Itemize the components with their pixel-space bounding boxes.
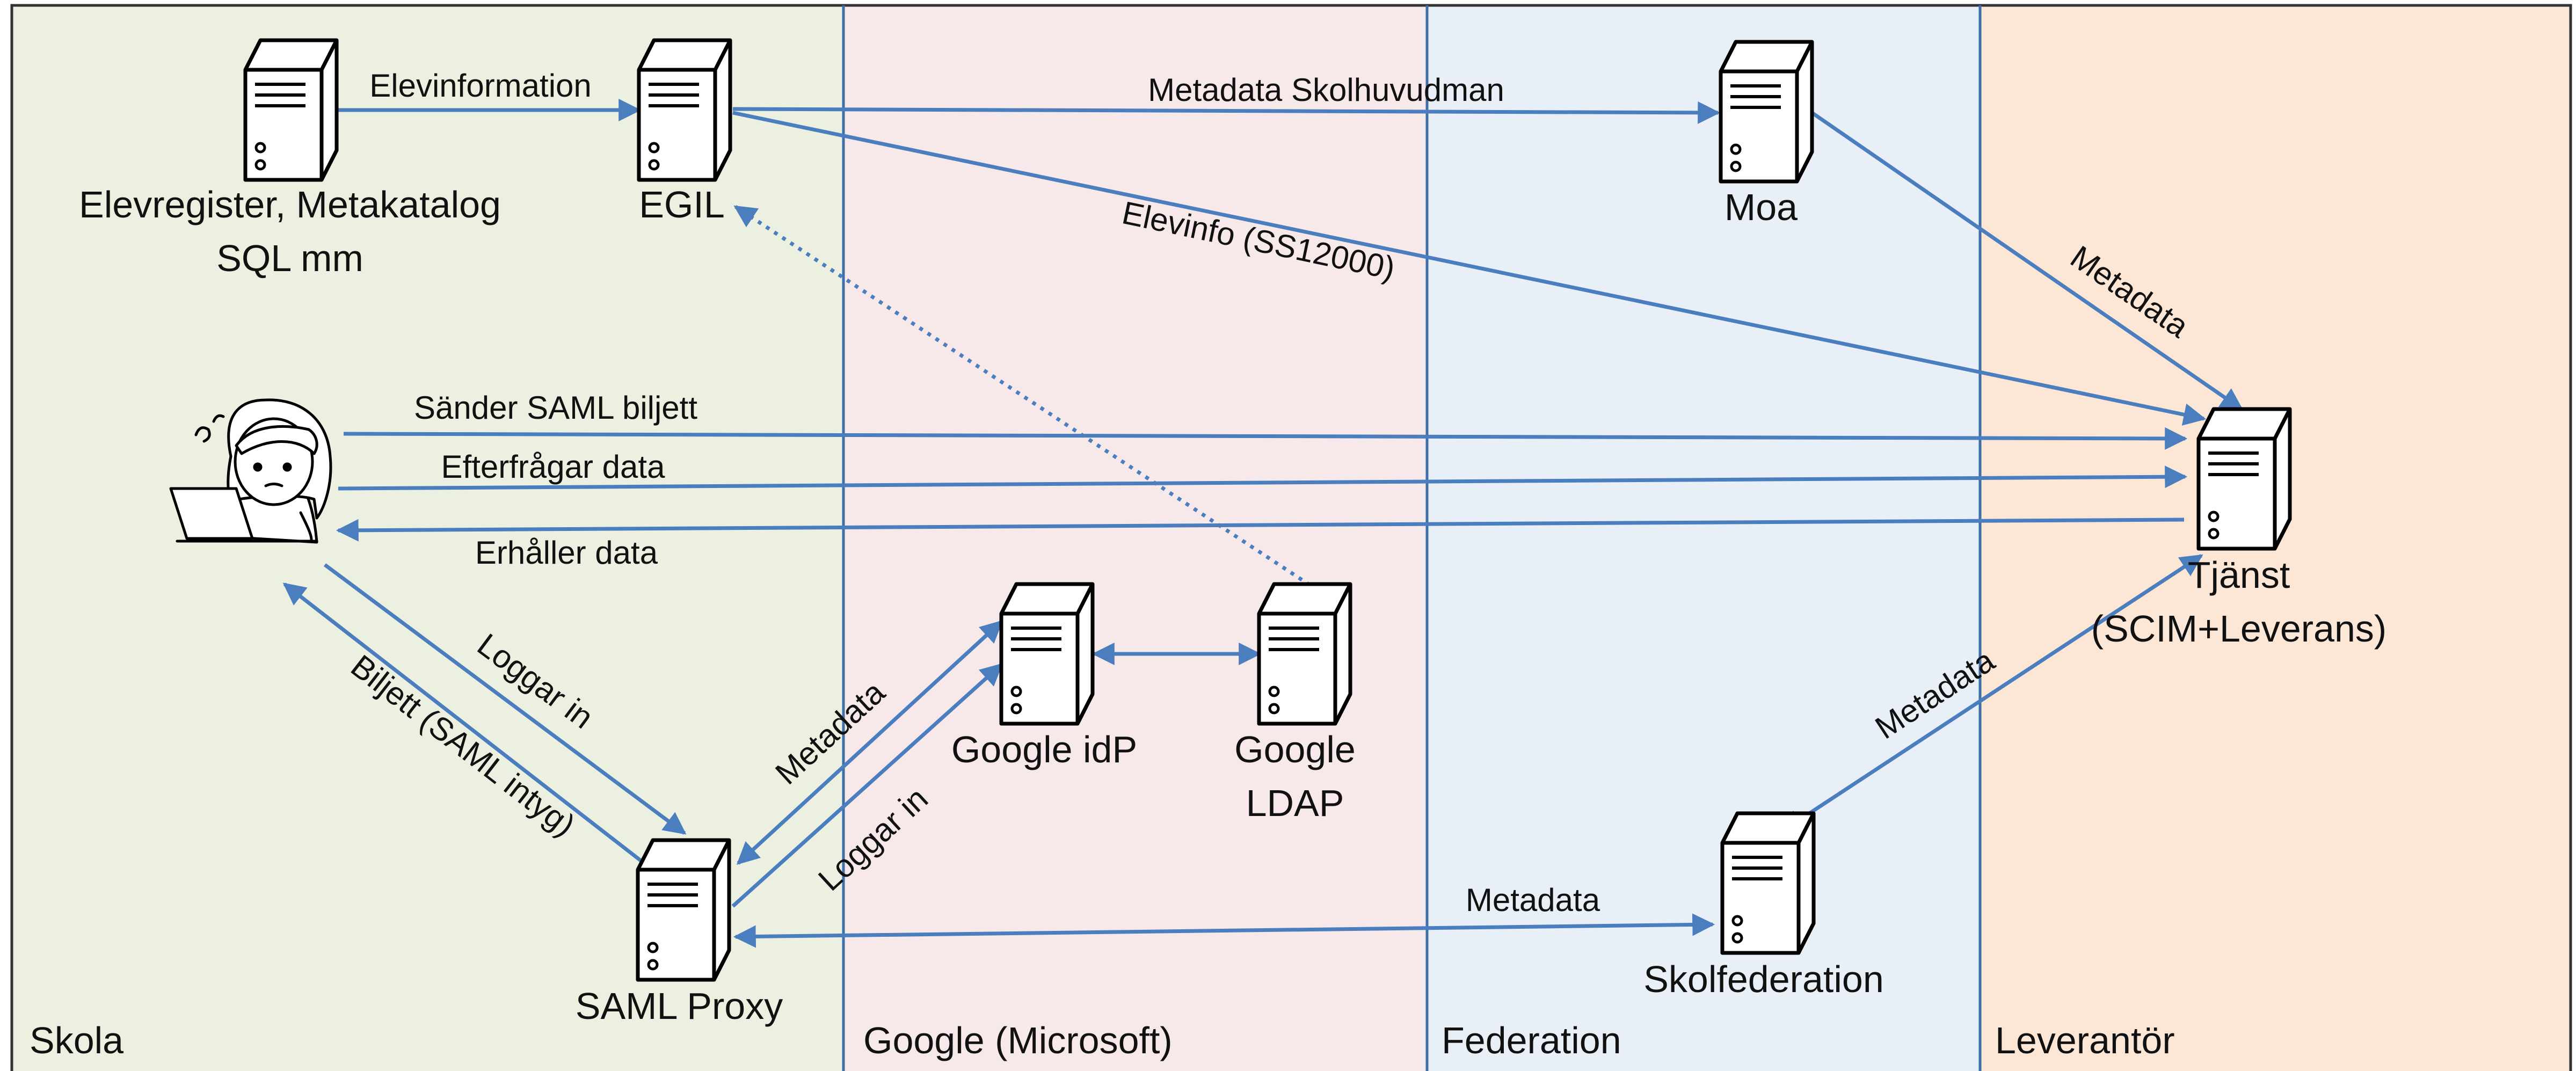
zone-label-google: Google (Microsoft) bbox=[863, 1019, 1173, 1061]
edge-label-metadata-skolhuvudman: Metadata Skolhuvudman bbox=[1148, 72, 1504, 108]
server-icon bbox=[1721, 42, 1812, 181]
edge-label-erhaller: Erhåller data bbox=[475, 535, 658, 571]
edge-erhaller bbox=[336, 518, 2185, 542]
server-icon bbox=[639, 40, 730, 180]
server-icon bbox=[1001, 584, 1093, 724]
edge-label-elevinformation: Elevinformation bbox=[369, 68, 592, 104]
zone-federation bbox=[1427, 5, 1980, 1071]
edge-ldap-egil bbox=[733, 205, 1311, 587]
node-label-google-ldap-sub: LDAP bbox=[1246, 782, 1344, 824]
zones bbox=[10, 4, 2572, 1071]
node-label-skolfederation: Skolfederation bbox=[1643, 958, 1884, 1000]
zone-google bbox=[843, 5, 1427, 1071]
server-icon bbox=[1259, 584, 1350, 724]
edge-metadata-skolhuvudman bbox=[732, 101, 1721, 124]
edge-loggar-in-user bbox=[323, 563, 687, 835]
edge-label-efterfragar: Efterfrågar data bbox=[441, 449, 666, 485]
zone-label-skola: Skola bbox=[30, 1019, 123, 1061]
edge-metadata-proxy-skolfed bbox=[733, 913, 1715, 948]
edge-efterfragar bbox=[338, 465, 2188, 491]
edges bbox=[282, 99, 2244, 948]
node-label-google-idp: Google idP bbox=[951, 728, 1137, 770]
user-with-laptop-icon bbox=[169, 398, 332, 544]
zone-label-leverantor: Leverantör bbox=[1995, 1019, 2175, 1061]
server-icon bbox=[638, 840, 729, 980]
edge-label-sander-saml: Sänder SAML biljett bbox=[414, 390, 697, 426]
edge-elevinfo-ss12000 bbox=[732, 111, 2207, 426]
edge-biljett bbox=[282, 582, 649, 867]
node-label-saml-proxy: SAML Proxy bbox=[576, 985, 783, 1027]
diagram-border bbox=[10, 4, 2572, 1071]
edge-sander-saml bbox=[343, 427, 2188, 450]
node-label-tjanst: Tjänst bbox=[2188, 554, 2290, 596]
edge-label-metadata-proxy-skolfed: Metadata bbox=[1466, 882, 1600, 918]
edge-metadata-moa-tjanst bbox=[1811, 111, 2244, 411]
node-label-elevregister-sub: SQL mm bbox=[216, 237, 363, 279]
edge-metadata-tjanst-skolfed bbox=[1780, 554, 2203, 833]
node-label-google-ldap: Google bbox=[1234, 728, 1356, 770]
node-label-tjanst-sub: (SCIM+Leverans) bbox=[2091, 608, 2386, 650]
node-label-elevregister: Elevregister, Metakatalog bbox=[79, 184, 501, 225]
server-icon bbox=[2199, 409, 2290, 549]
edge-loggar-in-proxy bbox=[731, 663, 1003, 908]
server-icon bbox=[1722, 813, 1814, 953]
node-label-egil: EGIL bbox=[639, 184, 725, 225]
server-icon bbox=[245, 40, 337, 180]
edge-metadata-proxy-idp bbox=[736, 620, 1003, 865]
node-label-moa: Moa bbox=[1724, 186, 1798, 228]
zone-label-federation: Federation bbox=[1442, 1019, 1621, 1061]
